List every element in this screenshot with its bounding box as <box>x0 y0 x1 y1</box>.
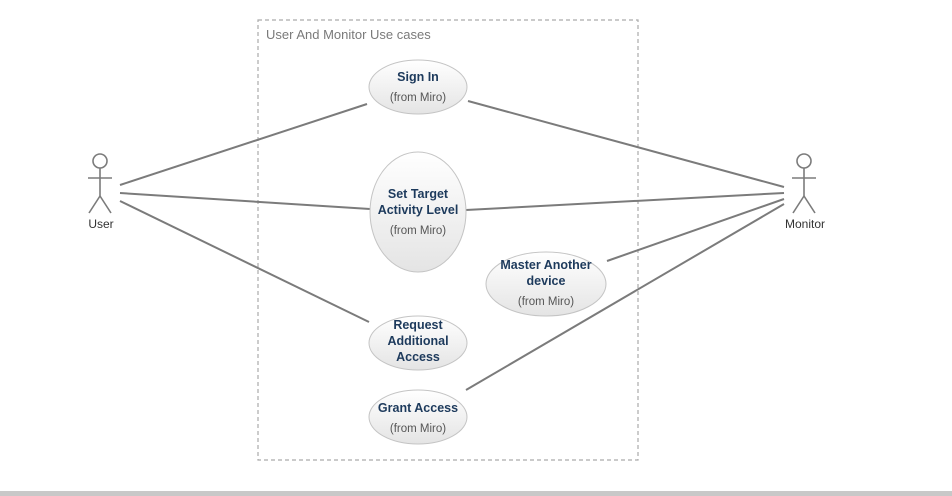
use-case-grant-access[interactable]: Grant Access (from Miro) <box>368 389 468 445</box>
use-case-name-line-2: device <box>527 274 566 288</box>
use-case-ellipse <box>368 389 468 445</box>
system-boundary-title: User And Monitor Use cases <box>266 27 431 42</box>
use-case-name: Sign In <box>397 70 439 84</box>
use-case-name-line-1: Master Another <box>500 258 591 272</box>
association-monitor-sign-in[interactable] <box>467 100 785 188</box>
use-case-ellipse <box>369 151 467 273</box>
use-case-ellipse <box>368 315 468 371</box>
use-case-name-line-3: Access <box>396 350 440 364</box>
use-case-master-another-device[interactable]: Master Another device (from Miro) <box>485 251 607 317</box>
system-boundary[interactable]: User And Monitor Use cases <box>257 19 639 461</box>
actor-monitor-label: Monitor <box>785 217 825 231</box>
association-monitor-set-target[interactable] <box>465 192 785 211</box>
use-case-set-target-activity-level[interactable]: Set Target Activity Level (from Miro) <box>369 151 467 273</box>
association-monitor-master-device[interactable] <box>606 198 785 262</box>
use-case-name-line-2: Additional <box>387 334 448 348</box>
stick-figure-icon <box>792 153 816 214</box>
use-case-request-additional-access[interactable]: Request Additional Access <box>368 315 468 371</box>
horizontal-scrollbar[interactable] <box>0 491 952 496</box>
stick-figure-icon <box>88 153 112 214</box>
use-case-ellipse <box>485 251 607 317</box>
use-case-ellipse <box>368 59 468 115</box>
use-case-source: (from Miro) <box>390 423 446 435</box>
system-boundary-frame <box>257 19 639 461</box>
use-case-name: Grant Access <box>378 401 458 415</box>
associations <box>119 100 785 391</box>
association-user-set-target[interactable] <box>119 192 371 210</box>
actor-monitor[interactable]: Monitor <box>785 153 825 231</box>
use-case-name-line-1: Set Target <box>388 187 449 201</box>
association-monitor-grant-access[interactable] <box>465 203 785 391</box>
use-case-name-line-2: Activity Level <box>378 203 459 217</box>
actor-user-label: User <box>88 217 113 231</box>
use-case-source: (from Miro) <box>390 92 446 104</box>
association-user-request-access[interactable] <box>119 200 370 323</box>
use-case-source: (from Miro) <box>390 225 446 237</box>
use-case-name-line-1: Request <box>393 318 443 332</box>
actor-user[interactable]: User <box>88 153 114 231</box>
association-user-sign-in[interactable] <box>119 103 368 186</box>
use-case-sign-in[interactable]: Sign In (from Miro) <box>368 59 468 115</box>
use-case-source: (from Miro) <box>518 296 574 308</box>
